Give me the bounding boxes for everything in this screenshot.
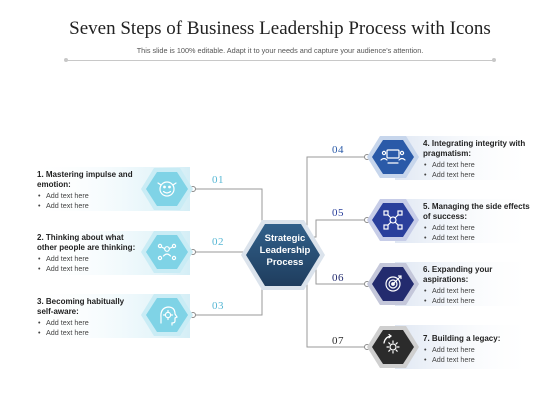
- hex-step-2: [141, 231, 193, 273]
- step-2-title: 2. Thinking about what other people are …: [37, 233, 136, 252]
- hex-step-7: [367, 326, 419, 368]
- step-7-text: 7. Building a legacy: Add text here Add …: [423, 334, 533, 365]
- divider-dot-right: [492, 58, 496, 62]
- step-5-bullet-1: Add text here: [423, 223, 533, 233]
- step-number-3: 03: [212, 300, 224, 312]
- step-6-text: 6. Expanding your aspirations: Add text …: [423, 265, 533, 306]
- left-connectors: [193, 188, 263, 316]
- step-5-title: 5. Managing the side effects of success:: [423, 202, 530, 221]
- step-7-title: 7. Building a legacy:: [423, 334, 501, 343]
- gear-cycle-icon: [383, 333, 400, 354]
- head-gear-icon: [160, 306, 178, 326]
- emotion-face-icon: [157, 181, 177, 197]
- step-3-bullet-2: Add text here: [37, 328, 137, 338]
- step-4-bullet-2: Add text here: [423, 170, 533, 180]
- center-hexagon: [241, 220, 325, 290]
- step-2-bullet-1: Add text here: [37, 254, 139, 264]
- step-number-7: 07: [332, 335, 344, 347]
- step-6-bullet-2: Add text here: [423, 296, 533, 306]
- step-1-bullet-2: Add text here: [37, 201, 137, 211]
- center-label: Strategic Leadership Process: [259, 233, 311, 268]
- step-1-title: 1. Mastering impulse and emotion:: [37, 170, 133, 189]
- step-number-1: 01: [212, 174, 224, 186]
- target-icon: [385, 275, 402, 292]
- people-network-icon: [157, 243, 177, 261]
- page-subtitle: This slide is 100% editable. Adapt it to…: [136, 46, 424, 55]
- step-6-bullet-1: Add text here: [423, 286, 533, 296]
- step-5-text: 5. Managing the side effects of success:…: [423, 202, 533, 243]
- hex-step-4: [367, 136, 419, 178]
- hex-step-5: [367, 199, 419, 241]
- title-divider: [65, 60, 495, 61]
- step-3-text: 3. Becoming habitually self-aware: Add t…: [37, 297, 137, 338]
- step-1-text: 1. Mastering impulse and emotion: Add te…: [37, 170, 137, 211]
- step-4-title: 4. Integrating integrity with pragmatism…: [423, 139, 526, 158]
- process-network-icon: [383, 210, 403, 230]
- step-4-text: 4. Integrating integrity with pragmatism…: [423, 139, 533, 180]
- hex-step-1: [141, 168, 193, 210]
- hex-step-3: [141, 294, 193, 336]
- step-7-bullet-1: Add text here: [423, 345, 533, 355]
- step-3-bullet-1: Add text here: [37, 318, 137, 328]
- page-title: Seven Steps of Business Leadership Proce…: [69, 18, 491, 39]
- step-6-title: 6. Expanding your aspirations:: [423, 265, 493, 284]
- divider-dot-left: [64, 58, 68, 62]
- step-number-6: 06: [332, 272, 344, 284]
- step-number-2: 02: [212, 236, 224, 248]
- step-4-bullet-1: Add text here: [423, 160, 533, 170]
- step-2-text: 2. Thinking about what other people are …: [37, 233, 139, 274]
- step-3-title: 3. Becoming habitually self-aware:: [37, 297, 125, 316]
- step-number-5: 05: [332, 207, 344, 219]
- step-number-4: 04: [332, 144, 344, 156]
- step-7-bullet-2: Add text here: [423, 355, 533, 365]
- step-1-bullet-1: Add text here: [37, 191, 137, 201]
- step-5-bullet-2: Add text here: [423, 233, 533, 243]
- step-2-bullet-2: Add text here: [37, 264, 139, 274]
- team-handshake-icon: [380, 149, 406, 164]
